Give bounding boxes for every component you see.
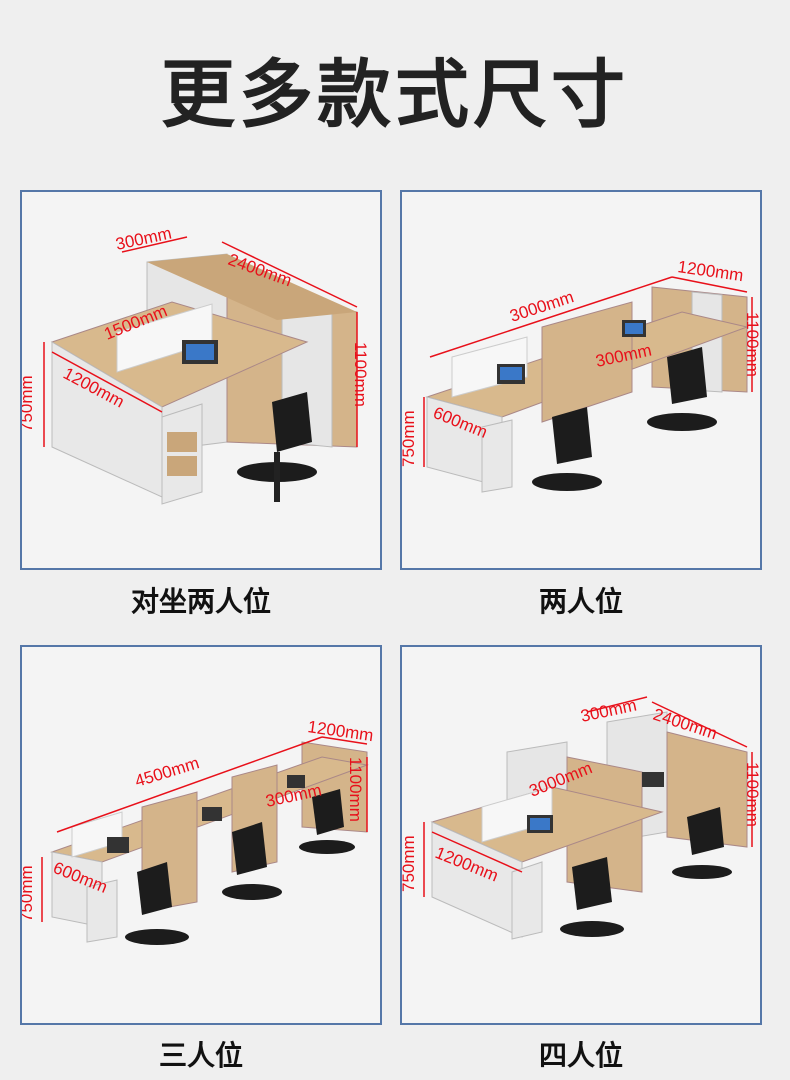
office-chair-icon <box>272 392 312 452</box>
cabinet-wood-rear <box>666 731 748 848</box>
dimension-label-height-cabinet: 1100mm <box>351 342 370 407</box>
office-chair-icon <box>137 862 172 915</box>
panel-caption-two-seat: 两人位 <box>538 585 623 618</box>
panel-caption-face-to-face-two-seat: 对坐两人位 <box>130 585 271 618</box>
cabinet-top <box>147 254 357 320</box>
dimension-label-height-cabinet: 1100mm <box>743 312 762 377</box>
drawer-pedestal <box>511 861 543 940</box>
office-chair-icon <box>572 857 612 910</box>
dimension-label-cabinet-width: 1200mm <box>676 257 744 285</box>
drawer-pedestal <box>481 419 513 493</box>
three-seat-workstation-illustration: 1200mm 4500mm 1100mm 750mm 600mm 300mm <box>22 717 375 945</box>
office-chair-icon-3 <box>312 789 344 835</box>
panel-caption-three-seat: 三人位 <box>158 1039 243 1072</box>
dimension-label-cabinet-width: 1200mm <box>306 717 374 745</box>
dimension-label-height-desk: 750mm <box>22 375 36 432</box>
dimension-label-height-desk: 750mm <box>22 865 36 922</box>
laptop-icon-3 <box>287 775 305 788</box>
four-seat-workstation-illustration: 300mm 2400mm 3000mm 1100mm 750mm 1200mm <box>402 696 762 940</box>
product-panel-two-seat[interactable]: 1200mm 3000mm 1100mm 750mm 600mm 300mm <box>400 190 762 570</box>
office-chair-icon-2 <box>687 807 724 855</box>
office-chair-icon <box>552 407 592 464</box>
dimension-label-height-cabinet: 1100mm <box>743 762 762 827</box>
dimension-label-width: 4500mm <box>133 753 202 791</box>
dimension-label-height-desk: 750mm <box>402 410 418 467</box>
middle-cabinet <box>541 301 633 423</box>
office-chair-icon-2 <box>232 822 267 875</box>
two-seat-workstation-illustration: 1200mm 3000mm 1100mm 750mm 600mm 300mm <box>402 257 762 493</box>
laptop-icon-2 <box>202 807 222 821</box>
product-panel-face-to-face-two-seat[interactable]: 300mm 2400mm 1500mm 1100mm 750mm 1200mm <box>20 190 382 570</box>
panel-caption-four-seat: 四人位 <box>538 1039 623 1072</box>
page-title: 更多款式尺寸 <box>161 52 629 138</box>
product-panel-three-seat[interactable]: 1200mm 4500mm 1100mm 750mm 600mm 300mm <box>20 645 382 1025</box>
drawer-pedestal <box>161 403 203 505</box>
dimension-label-depth-top: 300mm <box>114 224 173 254</box>
product-panel-four-seat[interactable]: 300mm 2400mm 3000mm 1100mm 750mm 1200mm <box>400 645 762 1025</box>
dimension-label-height-desk: 750mm <box>402 835 418 892</box>
laptop-icon-2 <box>642 772 664 787</box>
office-chair-icon-2 <box>667 347 707 404</box>
dimension-label-height-cabinet: 1100mm <box>346 757 365 822</box>
laptop-icon <box>107 837 129 853</box>
drawer-pedestal <box>86 879 118 943</box>
face-to-face-workstation-illustration: 300mm 2400mm 1500mm 1100mm 750mm 1200mm <box>22 224 370 505</box>
